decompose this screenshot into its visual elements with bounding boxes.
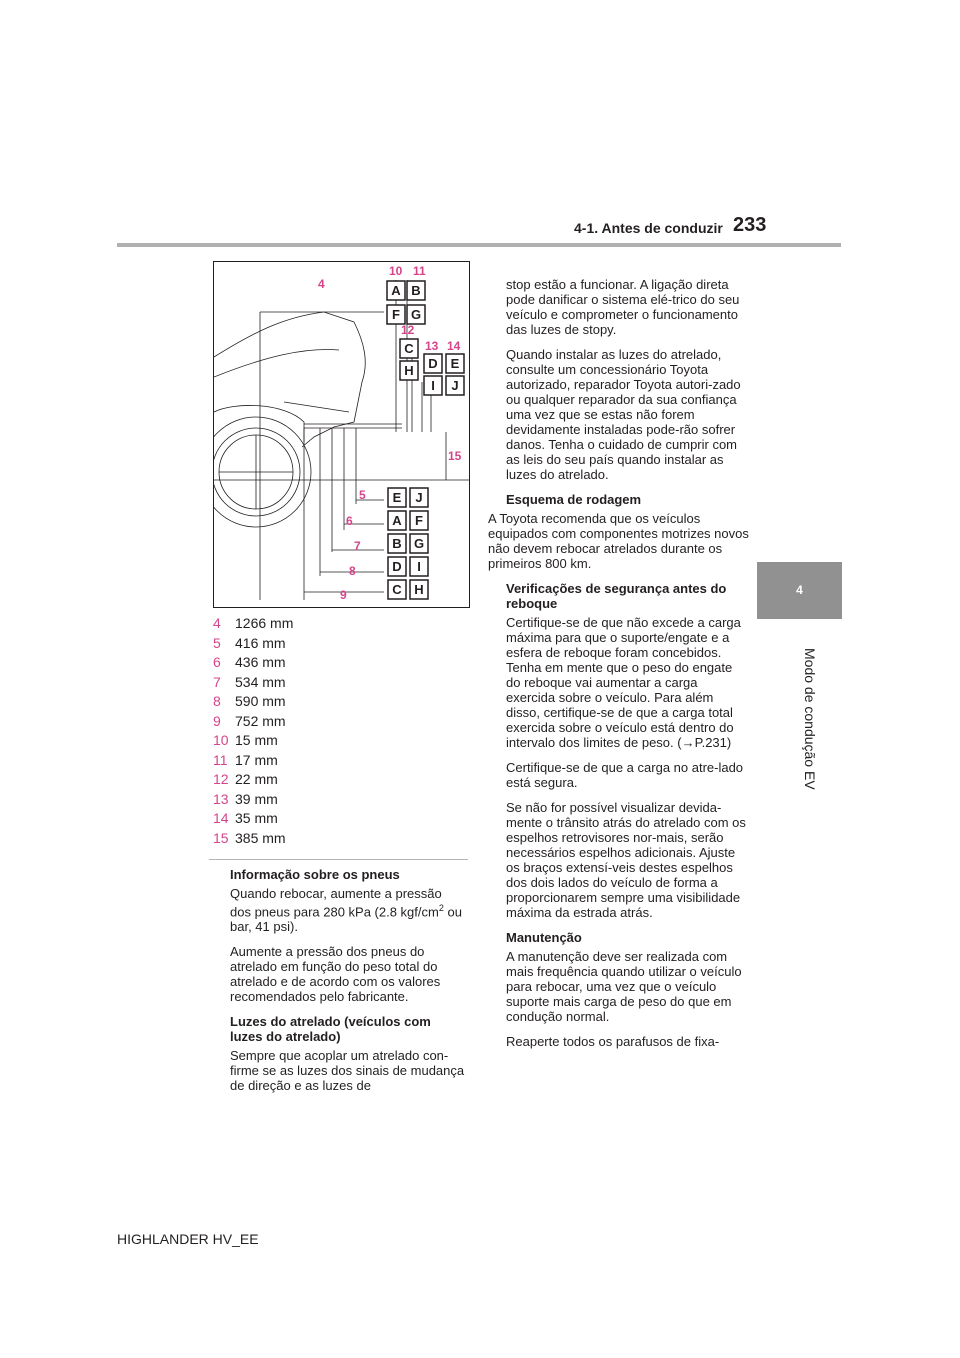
svg-text:A: A xyxy=(391,283,401,298)
paragraph: stop estão a funcionar. A ligação direta… xyxy=(506,277,740,337)
tire-pressure-paragraph: Aumente a pressão dos pneus do atrelado … xyxy=(230,944,441,1005)
chapter-tab[interactable]: 4 xyxy=(757,562,842,619)
paragraph: Certifique-se de que não excede a carga … xyxy=(506,615,741,750)
dim-label-10: 10 xyxy=(389,264,403,278)
safety-checks-heading: Verificações de segurança antes do reboq… xyxy=(506,581,727,611)
paragraph: A manutenção deve ser realizada com mais… xyxy=(506,949,742,1024)
svg-text:I: I xyxy=(431,378,435,393)
dim-label-4: 4 xyxy=(318,277,325,291)
svg-text:H: H xyxy=(414,582,423,597)
box-B-bottom: B xyxy=(387,533,407,554)
right-column: stop estão a funcionar. A ligação direta… xyxy=(488,277,750,1059)
dim-label-7: 7 xyxy=(354,539,361,553)
dim-label-6: 6 xyxy=(346,514,353,528)
dim-label-8: 8 xyxy=(349,564,356,578)
trailer-lights-paragraph: Sempre que acoplar um atrelado con-firme… xyxy=(230,1048,465,1094)
box-D-bottom: D xyxy=(387,556,407,577)
svg-text:J: J xyxy=(451,378,458,393)
box-G-bottom: G xyxy=(409,533,429,554)
svg-text:C: C xyxy=(404,341,414,356)
box-G-top: G xyxy=(406,304,426,325)
box-H-top: H xyxy=(399,360,419,381)
svg-text:B: B xyxy=(392,536,401,551)
trailer-lights-heading: Luzes do atrelado (veículos com luzes do… xyxy=(230,1014,431,1045)
svg-text:E: E xyxy=(393,490,402,505)
svg-text:B: B xyxy=(411,283,420,298)
box-C-bottom: C xyxy=(387,579,407,600)
header-rule xyxy=(117,243,841,247)
svg-text:D: D xyxy=(392,559,401,574)
paragraph: Reaperte todos os parafusos de fixa- xyxy=(506,1034,720,1049)
page-number: 233 xyxy=(733,214,767,236)
box-I-top: I xyxy=(423,375,443,396)
dim-label-15: 15 xyxy=(448,449,462,463)
dim-label-5: 5 xyxy=(359,488,366,502)
tire-info-paragraph: Quando rebocar, aumente a pressão dos pn… xyxy=(230,886,462,935)
svg-text:D: D xyxy=(428,356,437,371)
box-J-top: J xyxy=(445,375,465,396)
box-D-top: D xyxy=(423,353,443,374)
towing-dimensions-figure: 4 5 6 7 8 9 10 11 12 13 14 15 A B F G C … xyxy=(213,261,470,608)
car-body-outline xyxy=(214,311,366,448)
svg-text:G: G xyxy=(414,536,424,551)
box-C-top: C xyxy=(399,338,419,359)
dim-label-14: 14 xyxy=(447,339,461,353)
box-A-bottom: A xyxy=(387,510,407,531)
vehicle-rear-diagram: 4 5 6 7 8 9 10 11 12 13 14 15 A B F G C … xyxy=(214,264,469,602)
svg-text:A: A xyxy=(392,513,402,528)
dim-label-13: 13 xyxy=(425,339,439,353)
box-E-top: E xyxy=(445,353,465,374)
left-column-notice: Informação sobre os pneus Quando rebocar… xyxy=(230,867,466,1103)
paragraph: Certifique-se de que a carga no atre-lad… xyxy=(506,760,744,790)
maintenance-heading: Manutenção xyxy=(506,930,582,945)
svg-text:F: F xyxy=(415,513,423,528)
chapter-label: Modo de condução EV xyxy=(802,648,818,790)
svg-text:H: H xyxy=(404,363,413,378)
dim-label-11: 11 xyxy=(413,264,426,278)
svg-text:C: C xyxy=(392,582,402,597)
dim-label-12: 12 xyxy=(401,323,415,337)
box-F-bottom: F xyxy=(409,510,429,531)
paragraph: A Toyota recomenda que os veículos equip… xyxy=(488,511,749,571)
box-A-top: A xyxy=(386,280,406,301)
box-I-bottom: I xyxy=(409,556,429,577)
paragraph: Se não for possível visualizar devida-me… xyxy=(506,800,746,920)
paragraph: Quando instalar as luzes do atrelado, co… xyxy=(506,347,741,482)
section-title: 4-1. Antes de conduzir xyxy=(574,220,723,236)
box-J-bottom: J xyxy=(409,487,429,508)
box-B-top: B xyxy=(406,280,426,301)
svg-text:G: G xyxy=(411,307,421,322)
footer-model: HIGHLANDER HV_EE xyxy=(117,1231,259,1247)
tire-info-heading: Informação sobre os pneus xyxy=(230,867,400,882)
box-F-top: F xyxy=(386,304,406,325)
wheel-outer xyxy=(214,416,312,528)
dim-label-9: 9 xyxy=(340,588,347,602)
box-H-bottom: H xyxy=(409,579,429,600)
box-E-bottom: E xyxy=(387,487,407,508)
break-in-heading: Esquema de rodagem xyxy=(506,492,642,507)
notice-divider xyxy=(209,859,468,860)
svg-text:I: I xyxy=(417,559,421,574)
svg-text:E: E xyxy=(451,356,460,371)
svg-text:J: J xyxy=(415,490,422,505)
svg-text:F: F xyxy=(392,307,400,322)
